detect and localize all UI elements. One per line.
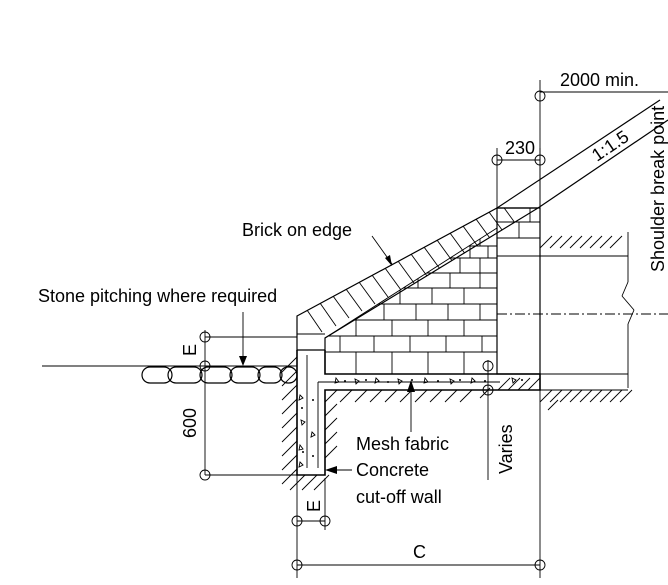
brick-on-edge-label: Brick on edge: [242, 220, 352, 240]
brick-width-label: 230: [505, 138, 535, 158]
ground-hatching: [479, 235, 633, 411]
varies-label: Varies: [496, 424, 516, 474]
varies-dimension: [482, 360, 494, 480]
cutoff-soil-hatching: [281, 356, 473, 491]
e-bottom-label: E: [304, 500, 324, 512]
stone-pitching-label: Stone pitching where required: [38, 286, 277, 306]
brick-on-edge-leader: [371, 235, 393, 266]
stone-pitching-leader: [239, 312, 247, 366]
concrete-label: Concrete: [356, 460, 429, 480]
concrete-cutoff-wall: [296, 350, 541, 476]
concrete-leader: [325, 466, 352, 474]
shoulder-break-label: Shoulder break point: [648, 106, 668, 272]
mesh-fabric-leader: [407, 380, 415, 432]
shoulder-marker: [621, 232, 635, 388]
c-dimension-label: C: [413, 542, 426, 562]
c-dimension: [291, 390, 546, 578]
depth-label: 600: [180, 408, 200, 438]
embankment-lines: [497, 255, 668, 391]
mesh-fabric-label: Mesh fabric: [356, 434, 449, 454]
cutoff-wall-label: cut-off wall: [356, 487, 442, 507]
e-top-label: E: [180, 344, 200, 356]
top-dimension-label: 2000 min.: [560, 70, 639, 90]
brick-width-dimension: [491, 148, 546, 208]
e-top-dimension: [199, 330, 297, 481]
brick-masonry: [325, 207, 541, 375]
stone-pitching: [42, 365, 298, 384]
